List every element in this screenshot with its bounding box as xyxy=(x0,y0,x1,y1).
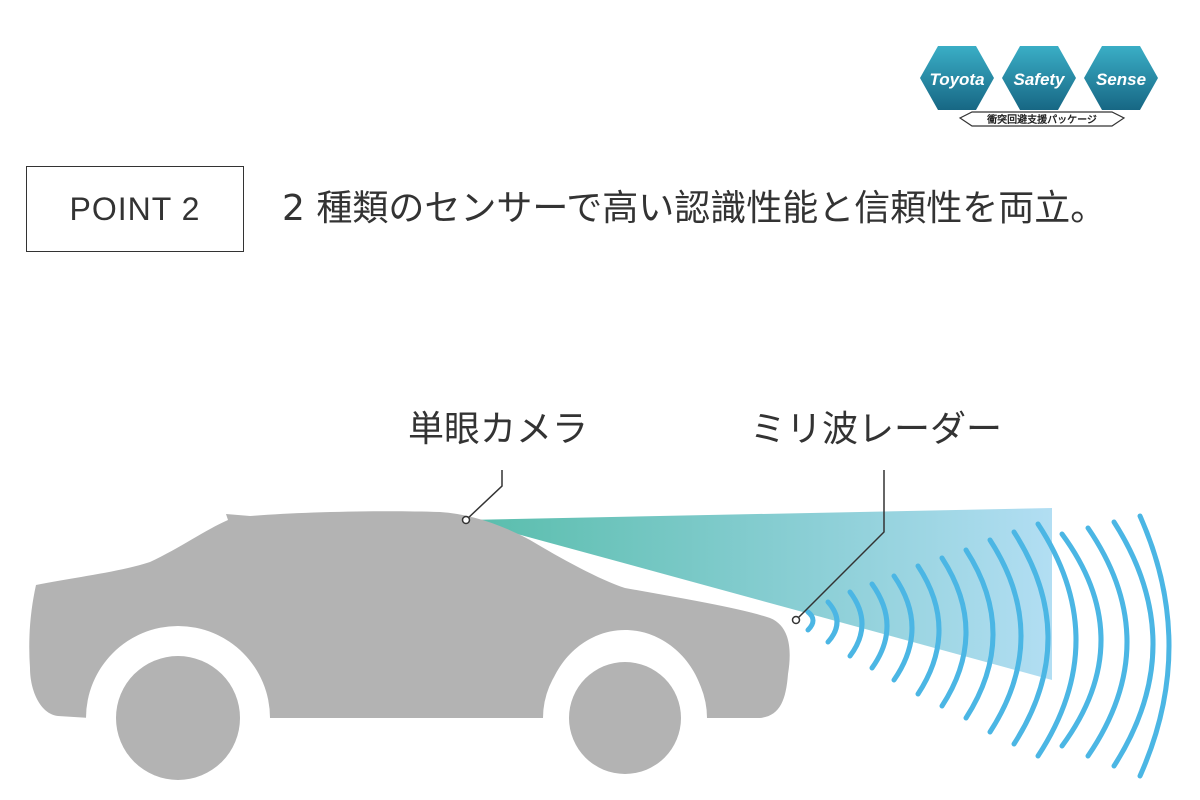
radar-wave xyxy=(805,609,816,633)
point-badge-label: POINT 2 xyxy=(69,190,201,227)
radar-wave xyxy=(1111,519,1156,769)
logo-tagline: 衝突回避支援パッケージ xyxy=(986,113,1097,126)
radar-wave xyxy=(915,563,942,697)
toyota-safety-sense-logo: Toyota Safety Sense 衝突回避支援パッケージ xyxy=(920,46,1158,127)
radar-wave xyxy=(1011,529,1051,747)
logo-hexagons xyxy=(920,46,1158,110)
car-body xyxy=(29,511,790,718)
radar-wave xyxy=(1035,521,1079,759)
radar-wave xyxy=(869,581,890,671)
radar-waves xyxy=(805,513,1172,779)
radar-wave xyxy=(1085,525,1130,759)
radar-leader-line xyxy=(795,470,885,621)
radar-wave xyxy=(1137,513,1172,779)
logo-tagline-frame xyxy=(958,111,1126,127)
radar-wave xyxy=(939,555,969,709)
camera-label: 単眼カメラ xyxy=(408,409,589,450)
radar-wave xyxy=(963,547,996,721)
radar-point xyxy=(791,615,801,625)
radar-wave xyxy=(1059,531,1104,749)
headline: 2 種類のセンサーで高い認識性能と信頼性を両立。 xyxy=(282,188,1107,229)
radar-wave xyxy=(825,599,840,645)
camera-point xyxy=(461,515,471,525)
logo-word-toyota: Toyota xyxy=(929,70,984,89)
logo-word-sense: Sense xyxy=(1096,70,1146,89)
rear-wheel xyxy=(86,626,270,800)
radar-wave xyxy=(891,573,915,683)
point-badge: POINT 2 xyxy=(26,166,244,252)
camera-beam xyxy=(466,508,1052,680)
camera-leader-line xyxy=(465,470,503,521)
radar-wave xyxy=(847,589,865,659)
logo-word-safety: Safety xyxy=(1013,70,1066,89)
radar-label: ミリ波レーダー xyxy=(750,409,1003,450)
front-wheel xyxy=(543,636,707,800)
radar-wave xyxy=(987,537,1024,735)
